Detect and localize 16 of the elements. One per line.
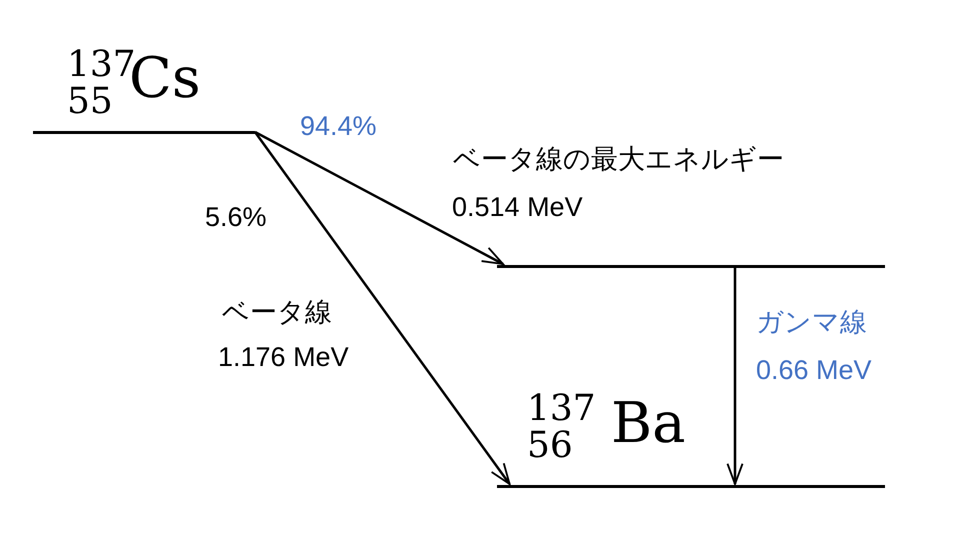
energy-value: 1.176 MeV	[218, 343, 349, 373]
edge-label: 94.4%	[300, 112, 377, 142]
radiation-label: ベータ線	[222, 298, 332, 328]
arrow	[726, 268, 744, 485]
atomic-number: 56	[527, 428, 573, 464]
mass-number: 137	[527, 391, 596, 427]
arrow	[254, 131, 511, 485]
energy-value: 0.514 MeV	[452, 193, 583, 223]
element-symbol: Ba	[611, 396, 686, 452]
edge-label: 5.6%	[205, 203, 267, 233]
arrow	[254, 130, 504, 266]
radiation-label: ガンマ線	[756, 308, 867, 338]
energy-value: 0.66 MeV	[756, 356, 872, 386]
energy-level-line	[497, 265, 885, 268]
energy-label: ベータ線の最大エネルギー	[453, 145, 784, 175]
atomic-number: 55	[67, 84, 113, 120]
